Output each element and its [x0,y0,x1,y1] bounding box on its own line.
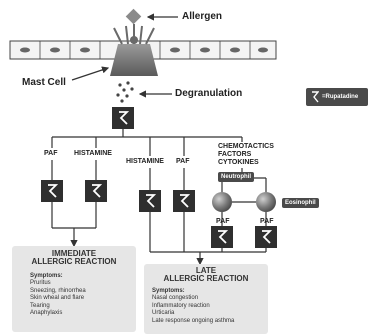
allergen-label: Allergen [182,11,223,22]
rupatadine-symbol-icon [92,184,102,198]
mast-cell-arrow [71,66,110,81]
rupatadine-block-histamine-mid [139,190,161,212]
eosinophil-cell-icon [256,192,276,212]
immediate-symptoms-list: Symptoms: Pruritus Sneezing, rhinorrhea … [30,273,136,318]
rupatadine-symbol-icon [218,230,228,244]
allergen-diamond-icon [125,8,142,25]
rupatadine-block-paf-neutrophil [211,226,233,248]
list-item: Sneezing, rhinorrhea [30,287,86,294]
rupatadine-symbol-icon [146,194,156,208]
rupatadine-symbol-icon [119,111,129,125]
list-item: Inflammatory reaction [152,302,210,309]
late-title-line2: ALLERGIC REACTION [163,274,249,284]
rupatadine-block-paf-mid [173,190,195,212]
rupatadine-symbol-icon [180,194,190,208]
pathway-lines [51,129,267,262]
rupatadine-symbol-icon [310,90,320,104]
factors-text: FACTORS [218,151,252,159]
rupatadine-symbol-icon [48,184,58,198]
late-reaction-box: LATE ALLERGIC REACTION Symptoms: Nasal c… [144,264,268,334]
list-item: Late response ongoing asthma [152,317,235,324]
mast-cell-icon [110,24,158,76]
paf-eosinophil-label: PAF [260,218,274,225]
immediate-title-line1: IMMEDIATE [51,249,97,258]
rupatadine-legend: =Rupatadine [306,88,368,106]
immediate-title-line2: ALLERGIC REACTION [31,257,117,267]
eosinophil-tag: Eosinophil [282,198,319,208]
granules [116,81,134,103]
rupatadine-block-paf-eosinophil [255,226,277,248]
list-item: Nasal congestion [152,295,199,302]
mediators-label: CHEMOTACTICS FACTORS CYTOKINES [218,143,274,167]
paf-neutrophil-label: PAF [216,218,230,225]
cytokines-text: CYTOKINES [218,159,259,167]
histamine-left-label: HISTAMINE [74,150,112,157]
list-item: Pruritus [30,280,51,287]
chemotactics-text: CHEMOTACTICS [218,143,274,150]
late-symptoms-list: Symptoms: Nasal congestion Inflammatory … [152,288,268,326]
immediate-title: IMMEDIATE ALLERGIC REACTION [12,249,136,267]
late-title-line1: LATE [195,266,217,275]
degranulation-label: Degranulation [175,88,243,99]
rupatadine-symbol-icon [262,230,272,244]
paf-left-label: PAF [44,150,58,157]
late-title: LATE ALLERGIC REACTION [144,266,268,284]
list-item: Skin wheal and flare [30,295,85,302]
rupatadine-block-degranulation [112,107,134,129]
rupatadine-block-histamine-left [85,180,107,202]
rupatadine-block-paf-left [41,180,63,202]
late-symptoms-title: Symptoms: [152,287,185,294]
immediate-reaction-box: IMMEDIATE ALLERGIC REACTION Symptoms: Pr… [12,246,136,332]
list-item: Anaphylaxis [30,310,63,317]
mast-cell-label: Mast Cell [22,77,66,88]
neutrophil-cell-icon [212,192,232,212]
histamine-mid-label: HISTAMINE [126,158,164,165]
paf-mid-label: PAF [176,158,190,165]
list-item: Urticaria [152,310,175,317]
legend-text: =Rupatadine [322,94,359,100]
neutrophil-tag: Neutrophil [218,172,254,182]
list-item: Tearing [30,302,50,309]
immediate-symptoms-title: Symptoms: [30,272,63,279]
